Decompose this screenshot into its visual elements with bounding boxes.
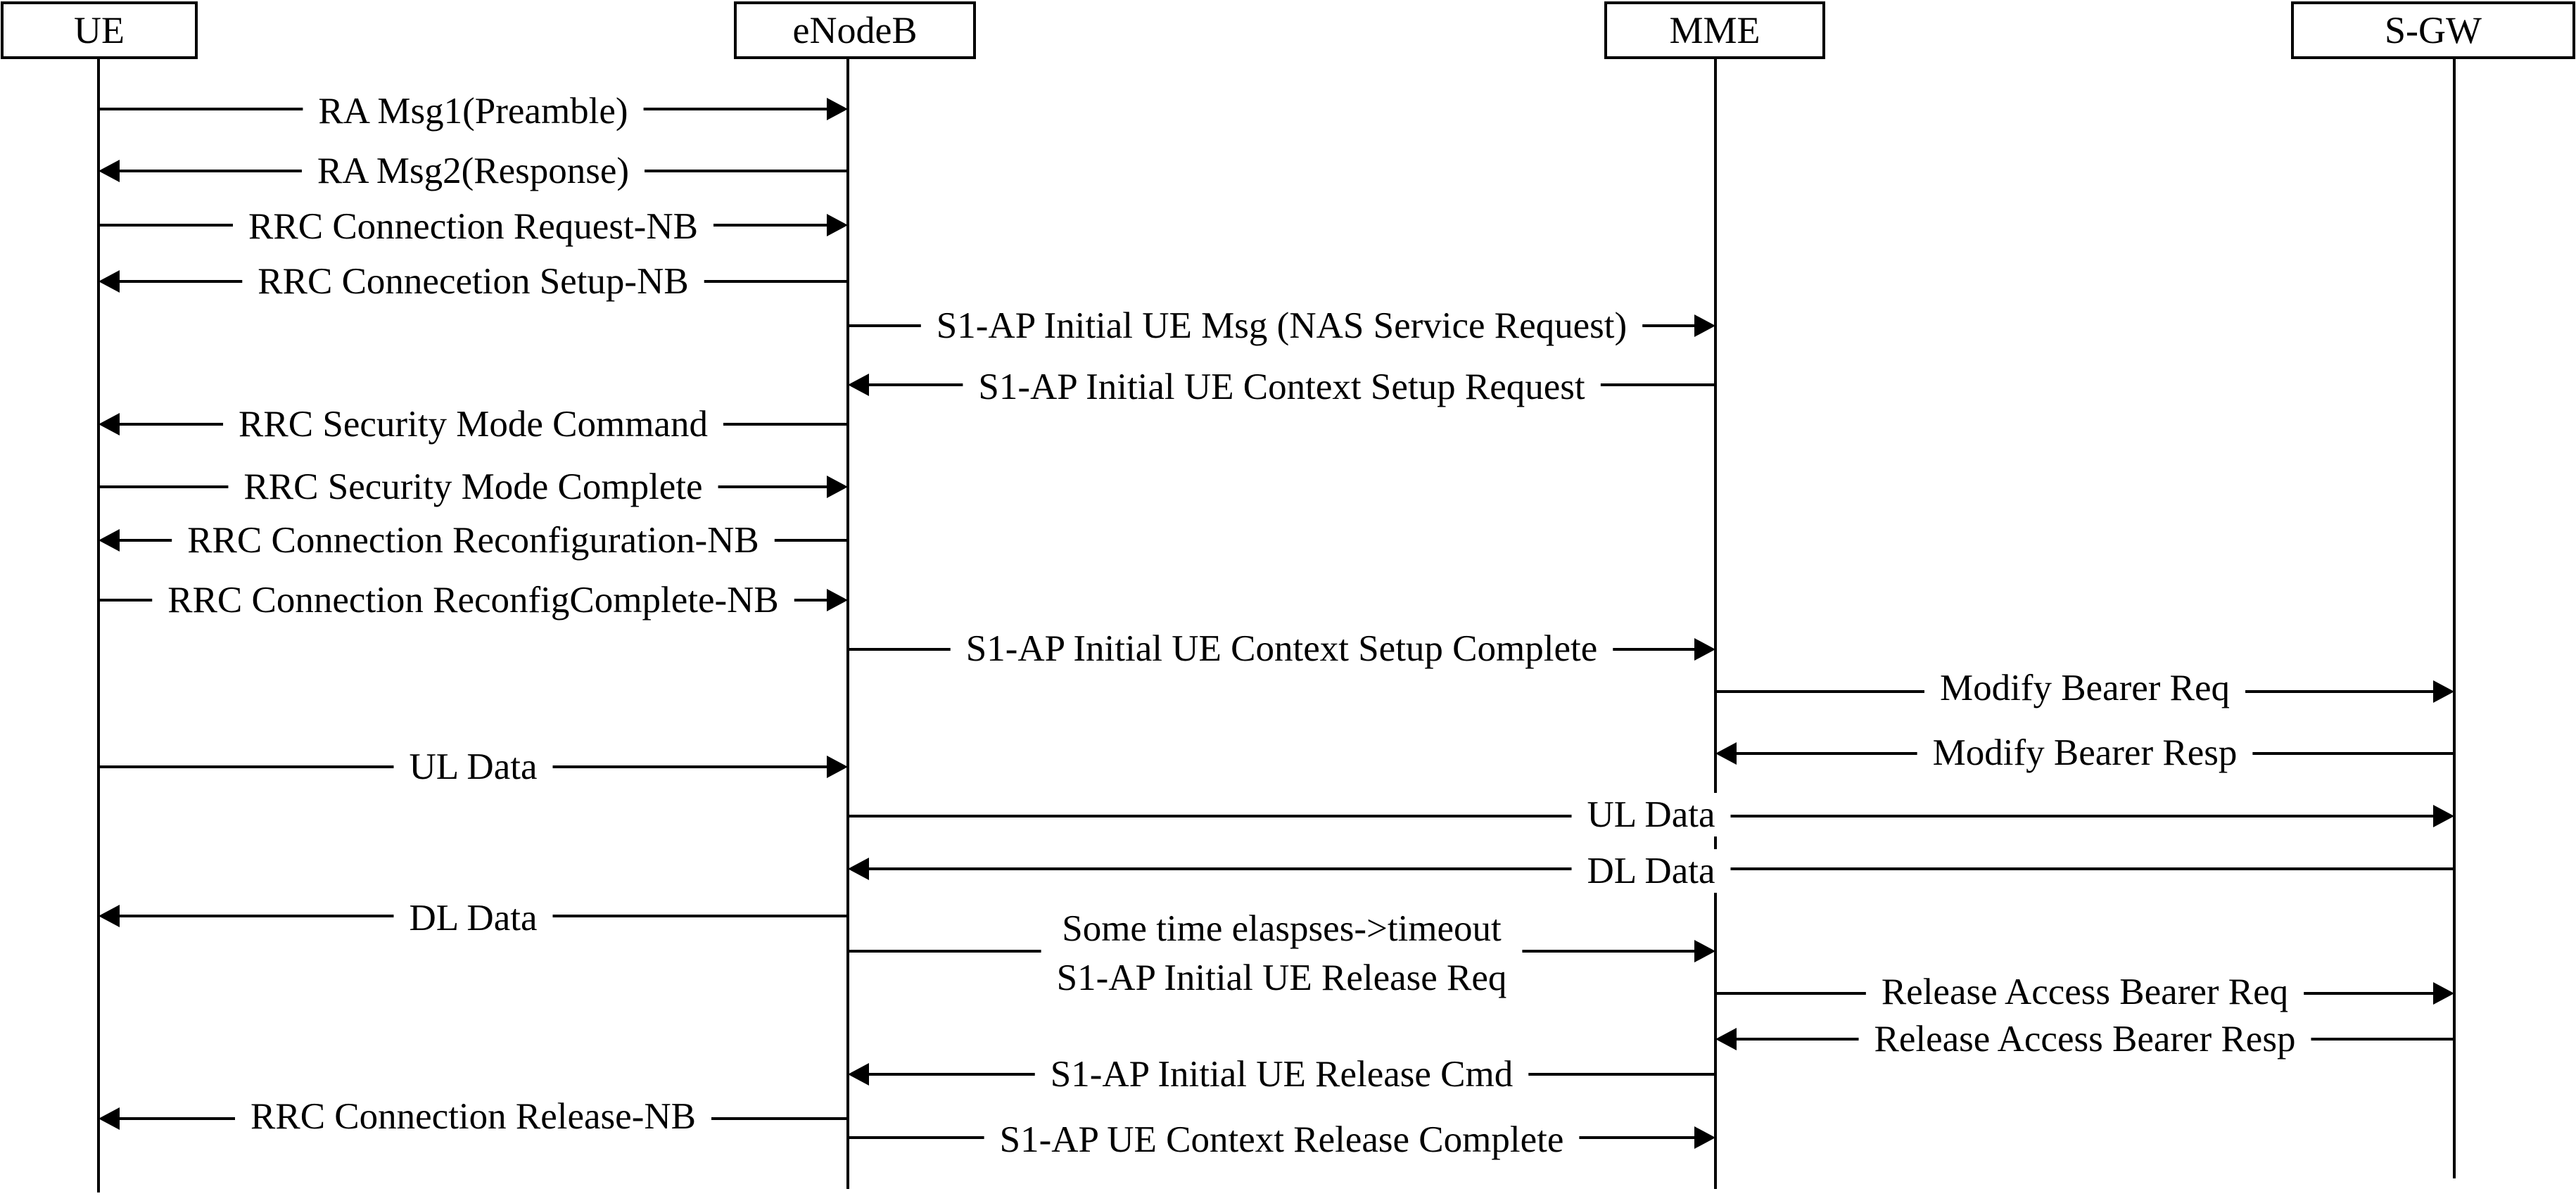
message-label-line2: S1-AP Initial UE Release Req [1057,958,1507,998]
arrowhead [1694,638,1715,661]
entity-mme: MME [1604,1,1825,59]
arrowhead [827,476,848,498]
message-label: RRC Security Mode Complete [243,466,702,507]
message-arrow: RRC Connecetion Setup-NB [99,260,848,303]
arrowhead [99,529,120,552]
message-arrow: UL Data [99,745,848,789]
message-label: S1-AP Initial UE Context Setup Request [978,367,1585,407]
arrowhead [848,374,869,396]
message-label: RRC Connection Release-NB [250,1096,696,1137]
arrowhead [1694,940,1715,962]
arrowhead [99,905,120,927]
message-label: RA Msg1(Preamble) [318,91,628,132]
message-arrow: DL Data [99,896,848,940]
message-label: Release Access Bearer Req [1882,972,2288,1012]
message-arrow: DL Data [848,849,2454,893]
arrowhead [2433,805,2454,827]
entity-enodeb-label: eNodeB [793,9,918,51]
message-label: UL Data [1587,794,1715,835]
entity-enodeb: eNodeB [734,1,976,59]
message-arrow: RRC Security Mode Command [99,402,848,446]
message-label: UL Data [410,746,538,787]
message-arrow: S1-AP Initial UE Context Setup Request [848,365,1715,409]
message-arrow: RA Msg2(Response) [99,149,848,193]
message-arrow: RRC Connection Release-NB [99,1095,848,1138]
arrowhead [99,270,120,293]
message-arrow: S1-AP Initial UE Context Setup Complete [848,627,1715,670]
message-label: S1-AP Initial UE Msg (NAS Service Reques… [937,305,1627,346]
arrowhead [848,1063,869,1086]
message-label: S1-AP Initial UE Release Cmd [1051,1054,1514,1095]
entity-sgw: S-GW [2291,1,2575,59]
message-arrow: Modify Bearer Resp [1715,731,2454,775]
message-label: DL Data [1587,851,1715,891]
message-label: RRC Connection ReconfigComplete-NB [167,580,779,621]
message-label: DL Data [410,898,538,939]
arrowhead [848,858,869,880]
entity-ue: UE [1,1,198,59]
arrowhead [1715,742,1737,765]
message-label: Some time elaspses->timeout [1062,908,1502,949]
arrowhead [1715,1028,1737,1050]
message-arrow: RA Msg1(Preamble) [99,89,848,133]
arrowhead [827,214,848,236]
message-label: S1-AP UE Context Release Complete [1000,1119,1564,1160]
message-arrow: Modify Bearer Req [1715,666,2454,710]
arrowhead [827,756,848,778]
arrowhead [2433,982,2454,1005]
entity-sgw-label: S-GW [2385,9,2482,51]
message-arrow: RRC Connection Request-NB [99,205,848,248]
message-label: Release Access Bearer Resp [1874,1019,2296,1060]
message-arrow: Release Access Bearer Req [1715,970,2454,1014]
message-label: RRC Connection Request-NB [248,206,698,247]
arrowhead [99,160,120,182]
message-label: RRC Connection Reconfiguration-NB [187,520,759,561]
message-arrow: S1-AP UE Context Release Complete [848,1118,1715,1162]
message-arrow: UL Data [848,793,2454,836]
message-label: Modify Bearer Resp [1933,732,2238,773]
arrowhead [99,1107,120,1130]
arrowhead [1694,1126,1715,1149]
message-arrow: RRC Connection ReconfigComplete-NB [99,578,848,622]
message-label: Modify Bearer Req [1940,668,2230,708]
message-arrow: RRC Connection Reconfiguration-NB [99,519,848,562]
message-label: S1-AP Initial UE Context Setup Complete [966,628,1598,669]
message-arrow: S1-AP Initial UE Release Cmd [848,1052,1715,1096]
arrowhead [827,98,848,120]
message-list: RA Msg1(Preamble) RA Msg2(Response) RRC … [99,89,2454,1162]
entity-mme-label: MME [1669,9,1760,51]
message-arrow: Release Access Bearer Resp [1715,1017,2454,1061]
arrowhead [1694,314,1715,337]
arrowhead [99,413,120,435]
arrowhead [2433,680,2454,703]
message-arrow: RRC Security Mode Complete [99,465,848,509]
message-label: RA Msg2(Response) [317,151,629,191]
message-label: RRC Security Mode Command [239,404,708,445]
message-arrow: S1-AP Initial UE Msg (NAS Service Reques… [848,304,1715,348]
arrowhead [827,589,848,611]
message-label: RRC Connecetion Setup-NB [258,261,688,302]
entity-ue-label: UE [74,9,125,51]
